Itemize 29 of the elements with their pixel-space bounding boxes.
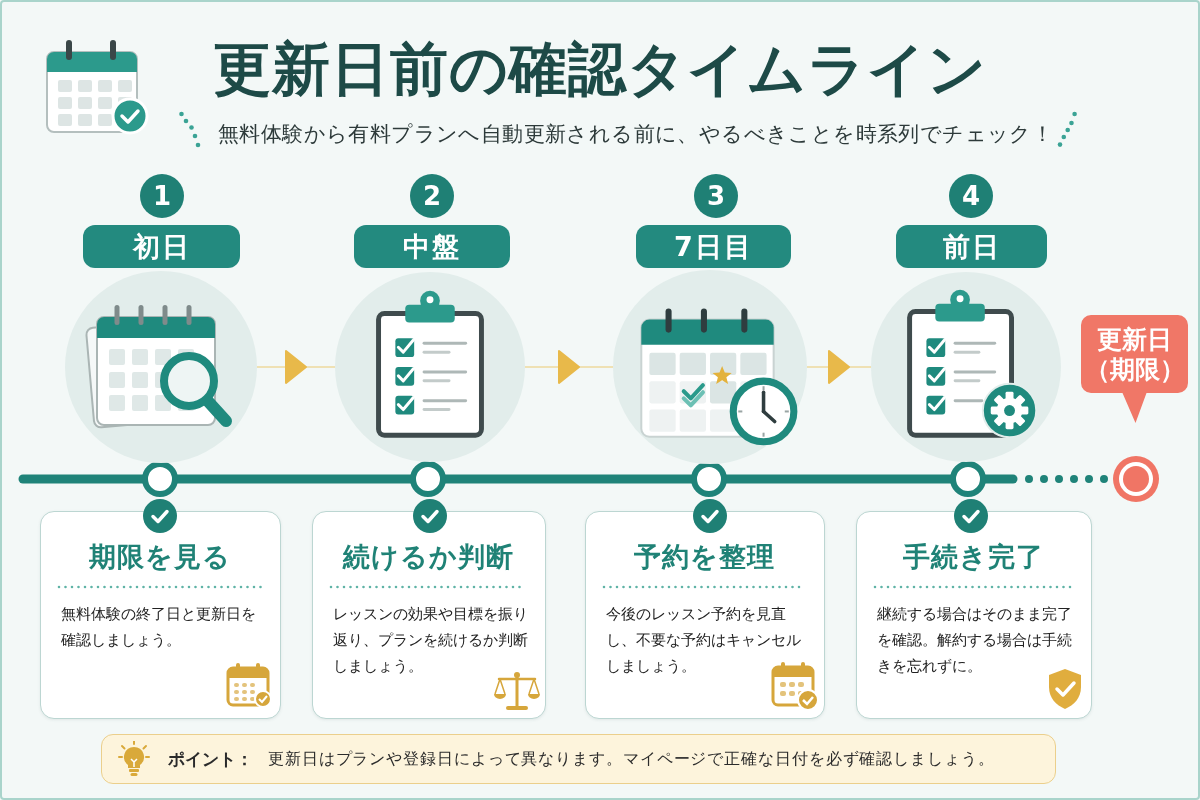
subtitle: 無料体験から有料プランへ自動更新される前に、やるべきことを時系列でチェック！ [218, 121, 1054, 147]
step-number: 3 [694, 174, 738, 218]
step-card [40, 511, 281, 719]
arrow [256, 350, 336, 384]
arrow [524, 350, 614, 384]
step-label: 前日 [896, 225, 1047, 268]
tip-text: 更新日はプランや登録日によって異なります。マイページで正確な日付を必ず確認しましょう。 [268, 748, 995, 770]
step-label: 7日目 [636, 225, 791, 268]
step-number: 2 [410, 174, 454, 218]
step-card [312, 511, 546, 719]
card-heading: 続けるか判断 [341, 541, 515, 573]
step-label: 初日 [83, 225, 240, 268]
step-number: 1 [140, 174, 184, 218]
card-text: レッスンの効果や目標を振り返り、プランを続けるか判断しましょう。 [333, 604, 529, 677]
callout-bubble: 更新日（期限） [1081, 315, 1188, 423]
step-label: 中盤 [354, 225, 510, 268]
card-heading: 手続き完了 [902, 541, 1045, 573]
card-heading: 期限を見る [88, 541, 232, 573]
card-text: 継続する場合はそのまま完了を確認。解約する場合は手続きを忘れずに。 [877, 604, 1073, 677]
title: 更新日前の確認タイムライン [213, 36, 987, 102]
step-card [585, 511, 825, 719]
tip-label: ポイント： [168, 748, 253, 771]
card-text: 無料体験の終了日と更新日を確認しましょう。 [61, 604, 257, 651]
step-card [856, 511, 1092, 719]
card-heading: 予約を整理 [633, 541, 776, 573]
arrow [806, 350, 872, 384]
step-number: 4 [949, 174, 993, 218]
tip-panel [101, 734, 1056, 784]
card-text: 今後のレッスン予約を見直し、不要な予約はキャンセルしましょう。 [606, 604, 802, 677]
